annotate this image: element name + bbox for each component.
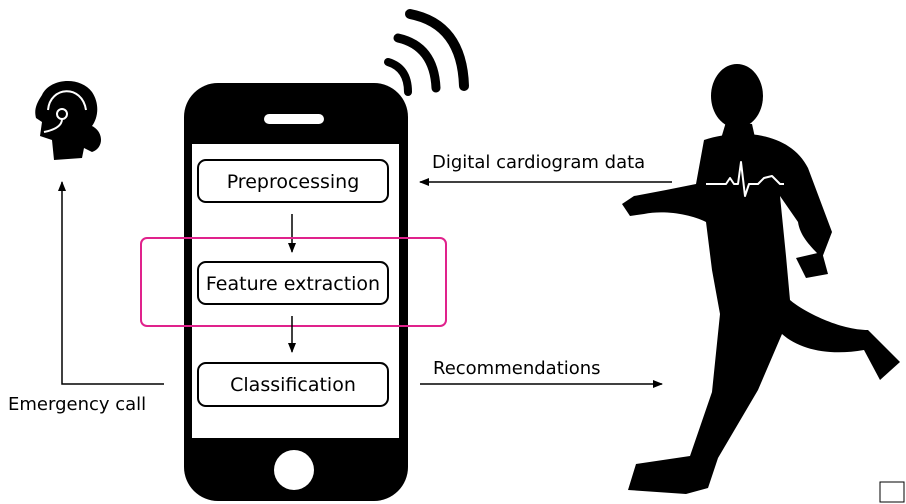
corner-mark (879, 481, 905, 503)
step-preprocessing: Preprocessing (197, 159, 389, 203)
feature-extraction-highlight (140, 237, 447, 327)
cardiogram-data-label: Digital cardiogram data (432, 152, 645, 173)
step-classification-label: Classification (230, 374, 356, 396)
step-preprocessing-label: Preprocessing (227, 171, 360, 193)
operator-headset-icon (35, 81, 101, 160)
running-man-icon (622, 64, 900, 495)
step-classification: Classification (197, 362, 389, 407)
phone-home-button (274, 450, 314, 490)
wireless-signal-icon (384, 9, 469, 96)
step-feature-extraction: Feature extraction (197, 261, 389, 305)
recommendations-label: Recommendations (433, 358, 601, 379)
emergency-call-label: Emergency call (8, 394, 146, 415)
step-feature-extraction-label: Feature extraction (206, 273, 380, 295)
ecg-trace-icon (706, 161, 784, 197)
arrow-emergency-call (58, 181, 164, 385)
phone-speaker (264, 114, 324, 124)
